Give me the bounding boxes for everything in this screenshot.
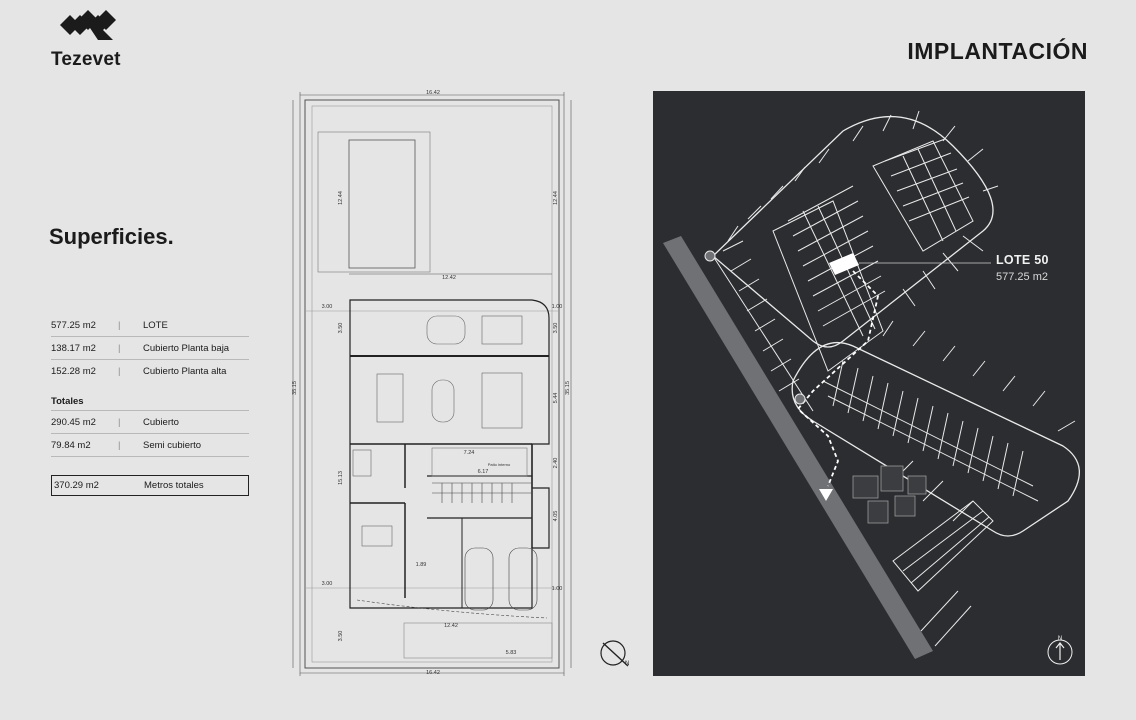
row-label: LOTE [143,320,168,331]
row-value: 290.45 m2 [51,417,96,428]
dim-350-c: 3.50 [338,631,344,642]
dim-driveway: 5.83 [506,650,517,656]
surfaces-table: 577.25 m2 | LOTE 138.17 m2 | Cubierto Pl… [51,314,249,496]
dim-side-top: 1.00 [552,304,563,310]
dim-side-bottom: 1.00 [552,586,563,592]
dim-depth-left: 35.15 [292,381,298,395]
dim-bottom-width: 16.42 [426,670,440,676]
main-road [663,236,933,659]
dim-inner-width: 12.42 [442,275,456,281]
row-separator: | [118,320,121,331]
dim-350-b: 3.50 [553,323,559,334]
house-outline [349,299,550,609]
table-row: 577.25 m2 | LOTE [51,314,249,337]
brand-mark-icon [60,10,116,40]
floor-plan: 16.42 16.42 12.42 12.42 3.00 3.00 1.00 1… [292,90,572,676]
dim-pool-left: 12.44 [338,191,344,205]
totals-heading: Totales [51,394,249,411]
dim-top-width: 16.42 [426,90,440,96]
row-label: Cubierto [143,417,179,428]
row-label: Semi cubierto [143,440,202,451]
arrow-down-icon [819,489,833,501]
dim-350-a: 3.50 [338,323,344,334]
dim-patio-depth: 2.40 [553,458,559,469]
row-separator: | [118,366,121,377]
site-plan-drawing [663,110,1081,659]
totals-heading-text: Totales [51,396,84,407]
dim-patio-inner: 6.17 [478,469,489,475]
dim-hall-width: 1.89 [416,562,427,568]
surfaces-title: Superficies. [49,224,174,249]
interior-patio [431,447,528,477]
grand-total-label: Metros totales [144,480,204,491]
access-route [796,270,879,487]
table-row: 79.84 m2 | Semi cubierto [51,434,249,457]
dim-inner-width-bottom: 12.42 [444,623,458,629]
north-arrow-icon: N [1047,636,1073,665]
brand-name: Tezevet [51,49,121,70]
table-row: 138.17 m2 | Cubierto Planta baja [51,337,249,360]
row-separator: | [118,440,121,451]
lot-label: LOTE 50 [996,253,1049,267]
row-separator: | [118,343,121,354]
dim-depth-right: 35.15 [565,381,571,395]
row-value: 138.17 m2 [51,343,96,354]
north-letter: N [1058,636,1062,642]
dim-patio-width: 7.24 [464,450,475,456]
brand-logo: Tezevet [48,8,128,70]
lot-area: 577.25 m2 [996,271,1048,283]
page-title: IMPLANTACIÓN [907,38,1088,64]
table-row: 290.45 m2 | Cubierto [51,411,249,434]
dim-garage-depth: 4.05 [553,511,559,522]
plan-north-icon: N [600,640,629,667]
grand-total-box: 370.29 m2 Metros totales [51,475,249,496]
dim-rear-setback: 3.00 [322,581,333,587]
row-label: Cubierto Planta baja [143,343,230,354]
patio-note: Patio interno [488,462,511,467]
row-label: Cubierto Planta alta [143,366,227,377]
svg-text:N: N [625,661,629,667]
lot-boundary [304,99,560,669]
dim-house-depth: 15.13 [338,471,344,485]
row-value: 577.25 m2 [51,320,96,331]
grand-total-value: 370.29 m2 [54,480,99,491]
row-value: 79.84 m2 [51,440,91,451]
lot-50-highlight [829,253,859,275]
dim-front-setback: 3.00 [322,304,333,310]
row-separator: | [118,417,121,428]
table-row: 152.28 m2 | Cubierto Planta alta [51,360,249,382]
row-value: 152.28 m2 [51,366,96,377]
site-map: LOTE 50 577.25 m2 N [653,91,1085,676]
dim-living-depth: 5.44 [553,393,559,404]
dim-pool-right: 12.44 [553,191,559,205]
car-icon [464,547,494,611]
pool [348,139,416,269]
car-icon [508,547,538,611]
